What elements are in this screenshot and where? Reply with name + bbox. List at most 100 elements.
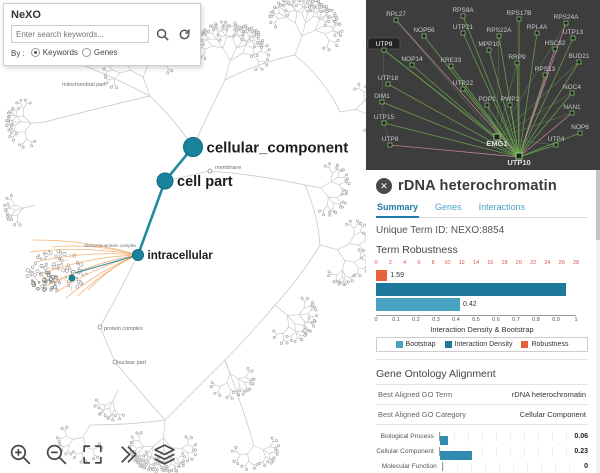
- network-node-label[interactable]: RPS22A: [487, 27, 513, 34]
- radio-genes[interactable]: Genes: [81, 48, 118, 57]
- network-hub-node[interactable]: [515, 152, 523, 160]
- reset-button[interactable]: [175, 25, 193, 43]
- close-icon[interactable]: ✕: [376, 178, 392, 194]
- network-node-label[interactable]: UTP13: [563, 29, 584, 36]
- network-node-label[interactable]: UTP21: [453, 24, 474, 31]
- network-node-label[interactable]: UTP22: [453, 80, 474, 87]
- network-node[interactable]: [514, 60, 520, 66]
- network-node-label[interactable]: PWP2: [501, 96, 520, 103]
- network-node-label[interactable]: BUD21: [569, 53, 590, 60]
- term-title: rDNA heterochromatin: [398, 178, 557, 194]
- network-hub-label[interactable]: EMG1: [486, 139, 507, 148]
- network-node-label[interactable]: POP1: [478, 96, 496, 103]
- tab-summary[interactable]: Summary: [376, 202, 420, 218]
- search-input[interactable]: [11, 25, 149, 43]
- tree-minor-label[interactable]: nuclear part: [117, 360, 147, 366]
- network-node-label[interactable]: RPS17B: [507, 10, 532, 17]
- network-hub-label[interactable]: UTP10: [507, 158, 530, 167]
- network-node[interactable]: [448, 63, 454, 69]
- network-node[interactable]: [460, 86, 466, 92]
- network-node-label[interactable]: RRP9: [508, 54, 526, 61]
- tree-node[interactable]: [183, 137, 203, 157]
- network-node-label[interactable]: NAN1: [563, 104, 581, 111]
- radio-keywords[interactable]: Keywords: [30, 48, 78, 57]
- tree-node-label[interactable]: cell part: [177, 174, 233, 190]
- radio-circle[interactable]: [30, 48, 40, 57]
- network-node[interactable]: [484, 102, 490, 108]
- network-node[interactable]: [421, 33, 427, 39]
- network-node-label[interactable]: UTP15: [374, 114, 395, 121]
- fit-to-screen-button[interactable]: [80, 442, 105, 467]
- network-hub-node[interactable]: [493, 133, 501, 141]
- network-node-label[interactable]: NOC4: [563, 84, 581, 91]
- scrollbar-thumb[interactable]: [596, 170, 600, 240]
- network-node[interactable]: [576, 59, 582, 65]
- network-node-label[interactable]: HSC82: [545, 40, 566, 47]
- tree-node-label[interactable]: intracellular: [148, 250, 214, 262]
- network-node[interactable]: [460, 30, 466, 36]
- gene-network-panel[interactable]: RPL27 RPS8A RPS17B RPS24A NOP56 UTP21 RPS22A RP…: [366, 0, 600, 170]
- network-node[interactable]: [577, 130, 583, 136]
- network-node[interactable]: [552, 46, 558, 52]
- network-node[interactable]: [460, 13, 466, 19]
- network-node[interactable]: [569, 90, 575, 96]
- network-node-label[interactable]: NOP56: [413, 27, 435, 34]
- detail-scrollbar[interactable]: [596, 170, 600, 473]
- zoom-in-icon: [10, 444, 31, 465]
- tree-minor-label[interactable]: ribonucleoprotein complex: [84, 243, 137, 248]
- search-button[interactable]: [153, 25, 171, 43]
- network-node-label[interactable]: RPS8A: [452, 7, 474, 14]
- network-node[interactable]: [569, 110, 575, 116]
- network-node-label[interactable]: NOP14: [401, 56, 423, 63]
- network-node[interactable]: [385, 81, 391, 87]
- layers-icon: [154, 444, 175, 465]
- tree-node[interactable]: [132, 249, 144, 261]
- zoom-in-button[interactable]: [8, 442, 33, 467]
- radio-label: Genes: [93, 48, 118, 57]
- search-icon: [156, 28, 168, 40]
- zoom-out-button[interactable]: [44, 442, 69, 467]
- network-node[interactable]: [496, 33, 502, 39]
- network-node[interactable]: [393, 17, 399, 23]
- tab-genes[interactable]: Genes: [435, 202, 462, 212]
- layers-button[interactable]: [152, 442, 177, 467]
- network-node[interactable]: [516, 16, 522, 22]
- network-node-label[interactable]: UTP4: [548, 136, 565, 143]
- tree-minor-label[interactable]: membrane: [215, 165, 241, 171]
- network-node[interactable]: [553, 142, 559, 148]
- network-node[interactable]: [409, 62, 415, 68]
- network-node[interactable]: [507, 102, 513, 108]
- network-node[interactable]: [486, 47, 492, 53]
- network-node[interactable]: [570, 35, 576, 41]
- network-node-label[interactable]: NOP6: [571, 124, 589, 131]
- tree-node-label[interactable]: cellular_component: [207, 139, 349, 156]
- gene-network-canvas[interactable]: RPL27 RPS8A RPS17B RPS24A NOP56 UTP21 RPS22A RP…: [366, 0, 600, 170]
- network-node[interactable]: [534, 30, 540, 36]
- tree-node[interactable]: [156, 172, 174, 190]
- network-node[interactable]: [381, 47, 387, 53]
- network-node-label[interactable]: DIM1: [374, 93, 390, 100]
- network-node[interactable]: [381, 120, 387, 126]
- network-node-label[interactable]: RPS24A: [554, 14, 580, 21]
- radio-circle[interactable]: [81, 48, 91, 57]
- network-node-label[interactable]: UTP8: [382, 136, 399, 143]
- network-node-label[interactable]: RPL4A: [527, 24, 548, 31]
- tree-minor-label[interactable]: protein complex: [104, 326, 143, 332]
- network-node-label[interactable]: RPS13: [535, 66, 556, 73]
- tab-interactions[interactable]: Interactions: [478, 202, 526, 212]
- network-node-label[interactable]: UTP9: [376, 41, 393, 48]
- expand-all-button[interactable]: [116, 442, 141, 467]
- network-node-label[interactable]: KRE33: [441, 57, 462, 64]
- network-node[interactable]: [563, 20, 569, 26]
- search-by-label: By :: [11, 49, 25, 58]
- network-node-label[interactable]: UTP18: [378, 75, 399, 82]
- network-node[interactable]: [387, 142, 393, 148]
- network-node-label[interactable]: RPL27: [386, 11, 406, 18]
- network-node-label[interactable]: MPP10: [478, 41, 500, 48]
- tree-minor-label[interactable]: mitochondrial part: [62, 82, 106, 88]
- network-node[interactable]: [379, 99, 385, 105]
- network-node[interactable]: [542, 72, 548, 78]
